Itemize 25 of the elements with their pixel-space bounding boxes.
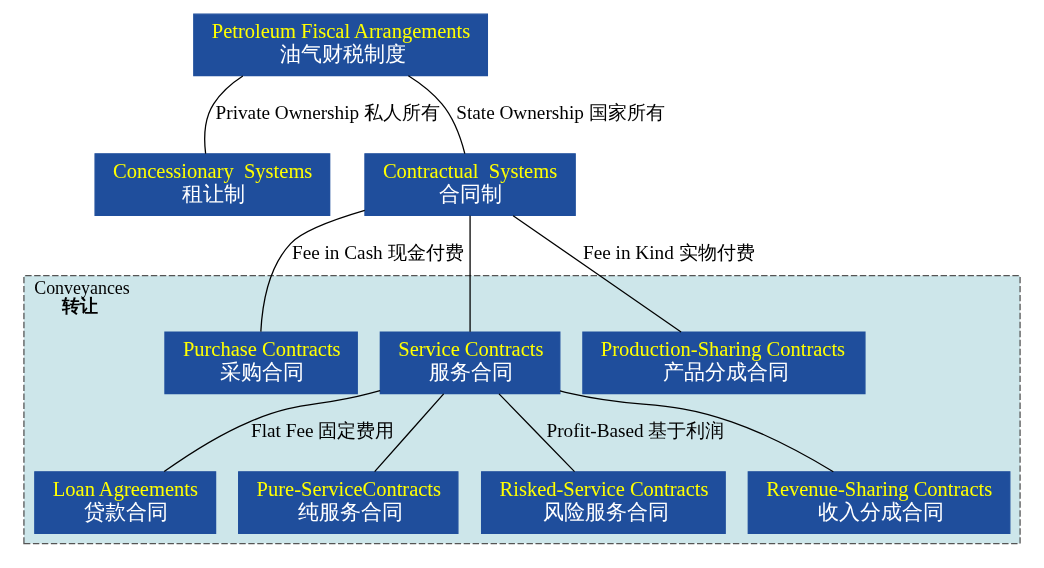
edge-label: Flat Fee 固定费用 bbox=[251, 420, 395, 442]
node-box: Concessionary Systems 租让制 bbox=[94, 153, 331, 217]
node-box: Contractual Systems 合同制 bbox=[364, 153, 576, 217]
node-box: Production-Sharing Contracts 产品分成合同 bbox=[582, 331, 866, 395]
connector bbox=[260, 209, 366, 333]
connector bbox=[559, 390, 834, 473]
edge-label: Profit-Based 基于利润 bbox=[546, 420, 725, 442]
connector bbox=[204, 75, 244, 155]
connector bbox=[407, 75, 466, 155]
node-box: Petroleum Fiscal Arrangements 油气财税制度 bbox=[193, 13, 488, 77]
node-box: Loan Agreements 贷款合同 bbox=[34, 471, 217, 534]
node-box: Revenue-Sharing Contracts 收入分成合同 bbox=[747, 471, 1011, 534]
node-box: Pure-ServiceContracts 纯服务合同 bbox=[238, 471, 459, 534]
node-box: Purchase Contracts 采购合同 bbox=[164, 331, 358, 395]
edge-label: Fee in Kind 实物付费 bbox=[583, 242, 755, 263]
connector bbox=[469, 215, 471, 333]
connector bbox=[163, 389, 381, 473]
connector bbox=[498, 393, 576, 473]
node-box: Service Contracts 服务合同 bbox=[379, 331, 561, 395]
edge-label: Private Ownership 私人所有 bbox=[215, 102, 440, 124]
edge-label: Fee in Cash 现金付费 bbox=[291, 242, 464, 263]
edge-label: State Ownership 国家所有 bbox=[456, 102, 665, 124]
connector bbox=[512, 215, 682, 333]
connector bbox=[374, 393, 445, 473]
node-box: Risked-Service Contracts 风险服务合同 bbox=[481, 471, 726, 534]
